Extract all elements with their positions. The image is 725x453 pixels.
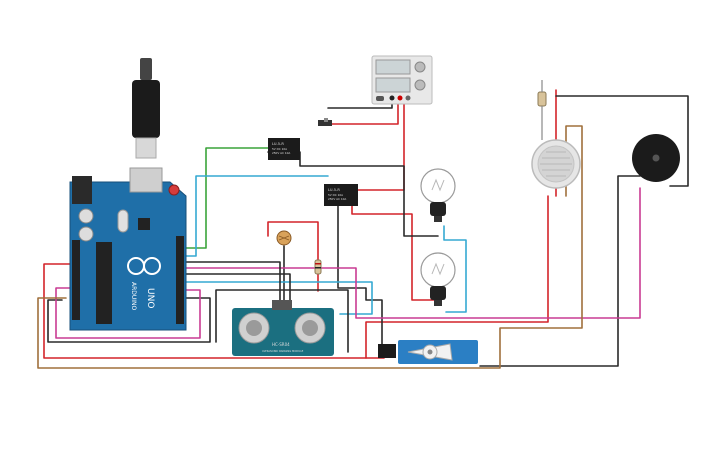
wire-red-mic[interactable]: [365, 195, 549, 359]
microphone[interactable]: [531, 80, 581, 189]
wire-magenta-left[interactable]: [55, 287, 201, 339]
ultrasonic-sensor[interactable]: HC-SR04 ULTRASONIC RANGING MODULE: [232, 300, 334, 356]
arduino-uno-text: UNO: [145, 288, 155, 308]
relay-1-label-mid: 5V DC 10A: [272, 147, 287, 151]
wire-black-relay2[interactable]: [337, 204, 383, 349]
arduino-brand-text: ARDUINO: [130, 282, 137, 311]
power-supply-terminal-red[interactable]: [397, 95, 403, 101]
power-supply[interactable]: [371, 55, 433, 105]
power-supply-display-1: [375, 59, 411, 75]
power-supply-display-2: [375, 77, 411, 93]
relay-1-label-top: LU-5-R: [272, 142, 284, 146]
wire-red-relay-bulb[interactable]: [351, 204, 441, 301]
wire-black-mic-top[interactable]: [555, 95, 689, 187]
wire-black-board-bottom[interactable]: [47, 297, 211, 343]
usb-plug-metal: [135, 137, 157, 159]
photoresistor[interactable]: [276, 230, 292, 246]
wire-black-buzzer[interactable]: [479, 175, 641, 367]
power-supply-knob-2[interactable]: [414, 79, 426, 91]
wire-red-supply-2[interactable]: [329, 97, 405, 191]
power-supply-terminal-3[interactable]: [405, 95, 411, 101]
wire-black-ultra-1[interactable]: [177, 273, 291, 313]
light-bulb-1[interactable]: [420, 168, 456, 222]
relay-2[interactable]: LU-5-R 5V DC 10A 250V AC 10A: [324, 184, 358, 206]
wire-black-ultra-3[interactable]: [215, 289, 349, 353]
ultrasonic-label: HC-SR04: [272, 342, 290, 347]
relay-1-label-bot: 250V AC 10A: [272, 151, 290, 155]
usb-plug-tip: [140, 58, 152, 80]
usb-jack: [129, 167, 163, 193]
wire-red-photoresistor[interactable]: [267, 221, 319, 292]
power-supply-switch[interactable]: [376, 96, 384, 101]
usb-plug: [132, 80, 160, 138]
mic-resistor: [537, 91, 547, 107]
relay-1[interactable]: LU-5-R 5V DC 10A 250V AC 10A: [268, 138, 300, 160]
wires: [37, 89, 689, 369]
capacitor-2: [78, 226, 94, 242]
atmega-chip: [96, 242, 112, 324]
wire-magenta-board[interactable]: [177, 187, 641, 319]
capacitor-1: [78, 208, 94, 224]
digital-header: [176, 236, 184, 324]
wire-red-supply-1[interactable]: [319, 97, 399, 125]
wire-green-relay[interactable]: [177, 147, 271, 249]
wire-black-ultra-2[interactable]: [177, 261, 281, 313]
relay-2-label-bot: 250V AC 10A: [328, 197, 346, 201]
piezo-buzzer[interactable]: [632, 134, 680, 182]
resistor[interactable]: [314, 259, 322, 275]
relay-2-label-mid: 5V DC 10A: [328, 193, 343, 197]
relay-2-label-top: LU-5-R: [328, 188, 340, 192]
reset-button[interactable]: [168, 184, 180, 196]
power-supply-knob-1[interactable]: [414, 61, 426, 73]
arduino-board: [69, 181, 187, 331]
usb-chip: [138, 218, 150, 230]
servo-connector: [378, 344, 396, 358]
wire-cyan-bulb[interactable]: [443, 225, 467, 313]
slide-switch[interactable]: [318, 118, 332, 126]
power-header: [72, 240, 80, 320]
servo-motor[interactable]: [378, 340, 478, 364]
wire-brown-mic[interactable]: [37, 125, 583, 369]
arduino-uno[interactable]: ARDUINO UNO: [69, 58, 187, 331]
light-bulb-2[interactable]: [420, 252, 456, 306]
crystal: [117, 209, 129, 233]
ultrasonic-sub: ULTRASONIC RANGING MODULE: [262, 349, 304, 353]
power-supply-terminal-black[interactable]: [389, 95, 395, 101]
arduino-logo: ARDUINO UNO: [127, 257, 161, 311]
wire-cyan-relay[interactable]: [177, 175, 329, 257]
power-jack: [72, 176, 92, 204]
